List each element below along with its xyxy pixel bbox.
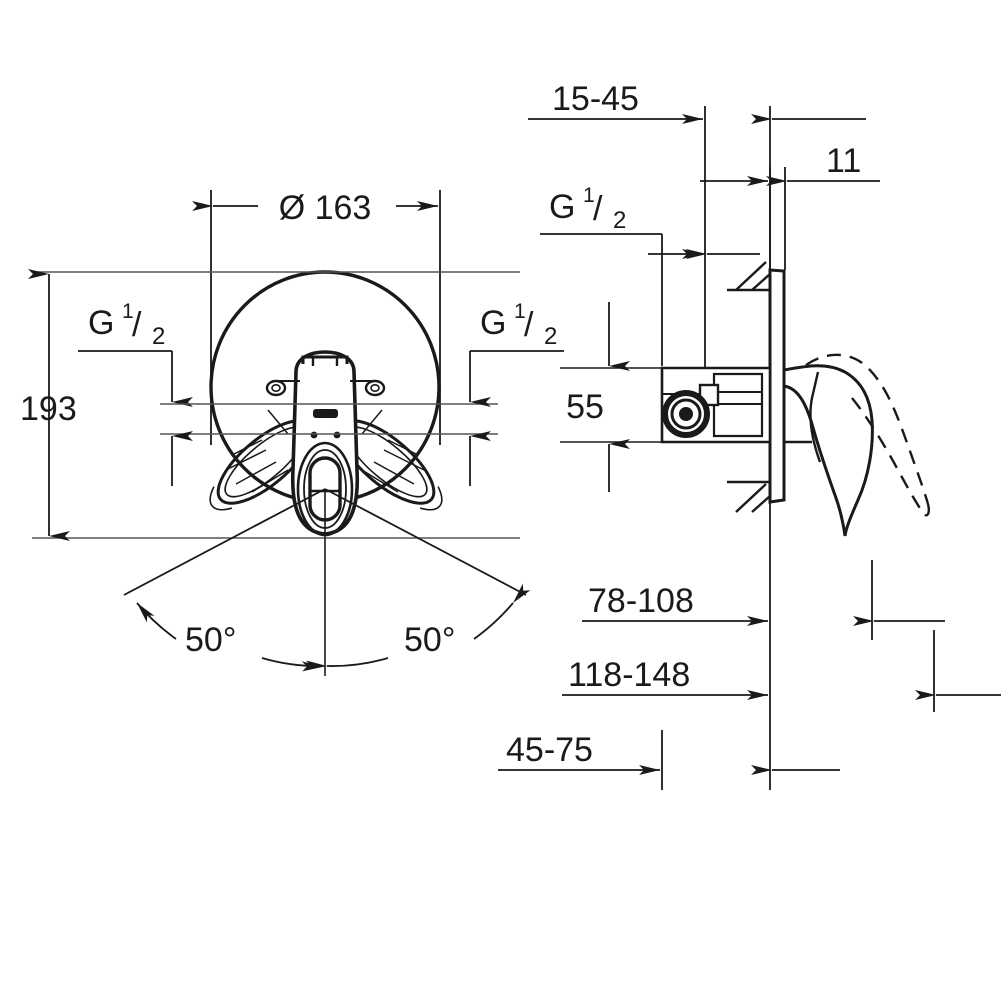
svg-text:/: / [132, 306, 142, 344]
angle-ray-right [324, 488, 527, 596]
angle-arc-center-right [305, 657, 389, 671]
svg-text:1: 1 [122, 300, 134, 323]
inlet-port [662, 390, 710, 438]
lever-handle-alt-dashed [805, 353, 930, 517]
lever-handle [782, 364, 874, 537]
angle-arc-left [136, 602, 177, 640]
svg-text:G: G [88, 304, 114, 342]
dim-reach-78-108: 78-108 [588, 582, 694, 620]
angle-ray-left [123, 488, 326, 596]
svg-text:1: 1 [583, 184, 595, 207]
svg-text:2: 2 [152, 323, 165, 350]
angle-arc-center-left [261, 657, 324, 672]
dim-center-height-55: 55 [566, 388, 604, 426]
dim-diameter-163: Ø 163 [279, 189, 372, 227]
dim-plate-thickness-11: 11 [826, 142, 861, 180]
wall-hatch-bottom [727, 480, 771, 513]
dim-angle-left: 50° [185, 621, 236, 659]
dim-reach-118-148: 118-148 [568, 656, 690, 694]
lever-handle-crease [809, 371, 822, 463]
dim-depth-15-45: 15-45 [552, 80, 639, 118]
dim-body-depth-45-75: 45-75 [506, 731, 593, 769]
svg-text:G: G [549, 188, 575, 226]
label-g-half-left: G 1 / 2 [78, 300, 193, 407]
top-cap [301, 355, 349, 364]
screw-dot-right [333, 431, 341, 439]
svg-text:2: 2 [544, 323, 557, 350]
svg-text:/: / [593, 190, 603, 228]
wall-hatch-top [727, 261, 771, 292]
label-g-half-right: G 1 / 2 [469, 300, 564, 407]
svg-text:G: G [480, 304, 506, 342]
angle-arc-right [473, 583, 531, 640]
fixing-nut-right [364, 379, 386, 397]
wall-plate [768, 268, 786, 504]
fixing-nut-left [265, 379, 287, 397]
svg-text:1: 1 [514, 300, 526, 323]
brand-badge [313, 409, 338, 418]
dim-height-193: 193 [20, 390, 77, 428]
front-view-group: Ø 163 193 G 1 / 2 G 1 / 2 [20, 189, 564, 676]
inlet-hatching [225, 409, 425, 493]
svg-text:2: 2 [613, 207, 626, 234]
label-g-half-side: G 1 / 2 [540, 184, 663, 366]
side-view-group: 15-45 11 G 1 / 2 [498, 80, 1001, 790]
dim-angle-right: 50° [404, 621, 455, 659]
svg-text:/: / [524, 306, 534, 344]
screw-dot-left [310, 431, 318, 439]
